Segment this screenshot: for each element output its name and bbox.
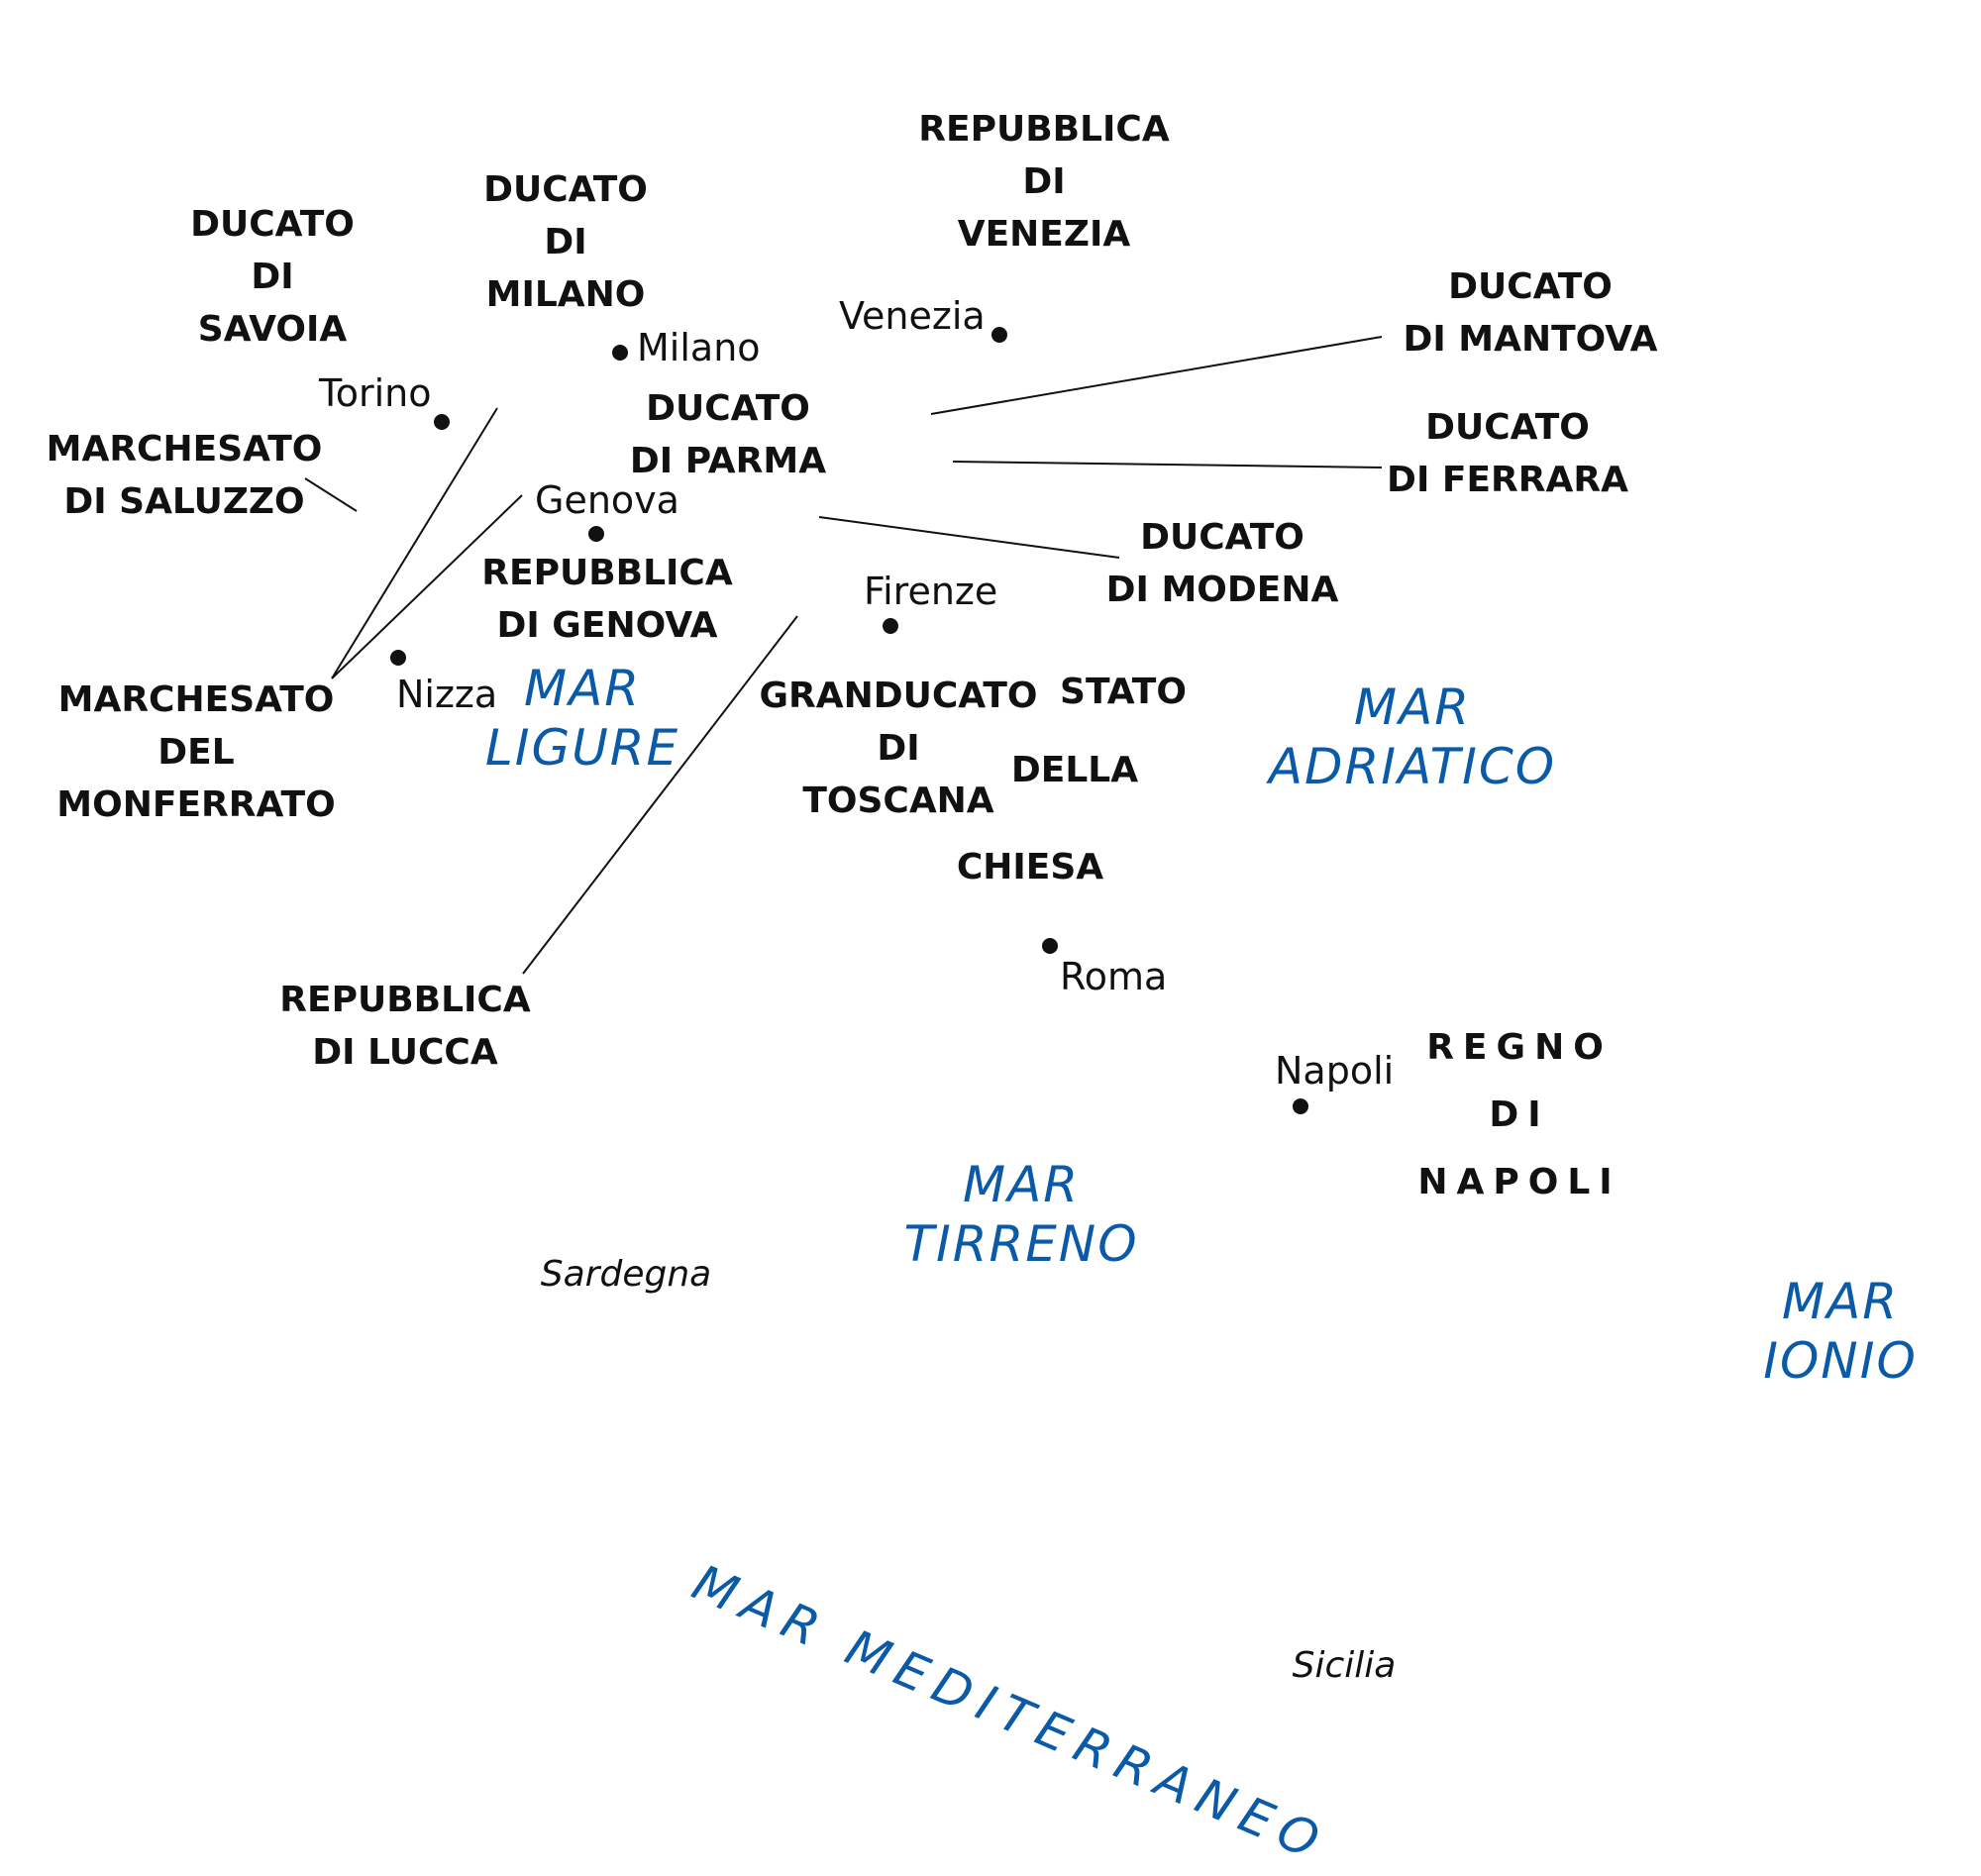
sea-label-ionio: MAR IONIO [1763, 1273, 1918, 1390]
leader-line-lucca [522, 615, 798, 975]
state-label-venezia: REPUBBLICA DI VENEZIA [918, 109, 1170, 255]
state-label-genova: REPUBBLICA DI GENOVA [481, 553, 733, 646]
sea-label-adriatico: MAR ADRIATICO [1268, 678, 1557, 795]
state-label-lucca: REPUBBLICA DI LUCCA [279, 980, 531, 1073]
city-dot-venezia [991, 327, 1007, 343]
state-label-toscana: GRANDUCATO DI TOSCANA [759, 676, 1038, 821]
state-label-parma: DUCATO DI PARMA [629, 388, 827, 481]
city-label-milano: Milano [637, 326, 761, 369]
city-dot-nizza [390, 650, 406, 666]
state-label-chiesa-2: DELLA [1010, 750, 1139, 790]
state-label-monferrato: MARCHESATO DEL MONFERRATO [56, 679, 336, 825]
leader-line-monferrato-b [331, 494, 523, 679]
state-label-ferrara: DUCATO DI FERRARA [1387, 407, 1628, 500]
sea-label-tirreno: MAR TIRRENO [903, 1156, 1139, 1273]
leader-line-mantova [930, 336, 1383, 415]
state-label-milano: DUCATO DI MILANO [483, 169, 648, 315]
leader-line-saluzzo [304, 477, 358, 512]
island-label-sicilia: Sicilia [1292, 1645, 1397, 1686]
city-dot-torino [434, 414, 450, 430]
state-label-mantova: DUCATO DI MANTOVA [1403, 266, 1658, 360]
city-dot-milano [612, 345, 628, 361]
city-label-venezia: Venezia [839, 294, 986, 338]
leader-line-modena [818, 516, 1120, 559]
state-label-napoli: REGNO DI NAPOLI [1417, 1027, 1621, 1202]
state-label-saluzzo: MARCHESATO DI SALUZZO [46, 429, 323, 522]
state-label-modena: DUCATO DI MODENA [1105, 517, 1339, 610]
state-label-savoia: DUCATO DI SAVOIA [190, 204, 355, 350]
leader-line-ferrara [952, 461, 1383, 469]
city-label-napoli: Napoli [1275, 1049, 1395, 1093]
city-dot-firenze [883, 618, 898, 634]
island-label-sardegna: Sardegna [540, 1254, 712, 1295]
city-dot-roma [1042, 938, 1058, 954]
city-label-firenze: Firenze [864, 570, 998, 613]
city-label-genova: Genova [535, 478, 679, 522]
city-label-roma: Roma [1060, 955, 1168, 998]
city-label-nizza: Nizza [396, 673, 498, 716]
state-label-chiesa-3: CHIESA [956, 847, 1104, 887]
leader-line-monferrato-a [331, 407, 498, 679]
sea-label-ligure: MAR LIGURE [484, 660, 680, 777]
city-label-torino: Torino [319, 371, 432, 415]
city-dot-napoli [1293, 1098, 1308, 1114]
city-dot-genova [588, 526, 604, 542]
state-label-chiesa-1: STATO [1060, 672, 1187, 712]
